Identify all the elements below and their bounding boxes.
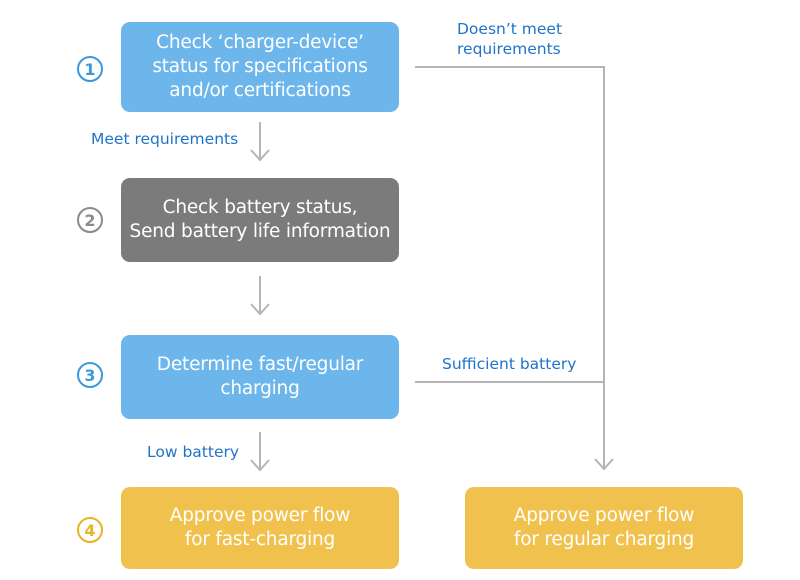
step-number-3: 3 [77,362,103,388]
step-3-determine-charging-box: Determine fast/regular charging [121,335,399,419]
connector-doesnt-meet [415,66,614,471]
regular-charging-line-1: Approve power flow [513,505,695,526]
regular-charging-box: Approve power flow for regular charging [465,487,743,569]
step-1-line-1: Check ‘charger-device’ [156,32,364,53]
step-3-line-2: charging [220,378,300,399]
label-sufficient-battery: Sufficient battery [442,355,577,373]
label-low-battery: Low battery [147,443,240,461]
step-2-line-2: Send battery life information [129,221,391,242]
arrow-2-to-3 [250,276,270,316]
step-2-line-1: Check battery status, [162,197,358,218]
step-number-2: 2 [77,207,103,233]
arrow-3-to-4 [250,432,270,472]
step-4-line-1: Approve power flow [169,505,351,526]
step-2-check-battery-box: Check battery status, Send battery life … [121,178,399,262]
regular-charging-line-2: for regular charging [513,529,695,550]
step-1-check-charger-box: Check ‘charger-device’ status for specif… [121,22,399,112]
label-meet-requirements: Meet requirements [91,130,239,148]
step-3-line-1: Determine fast/regular [156,354,364,375]
label-doesnt-meet-requirements: Doesn’t meet requirements [457,20,563,58]
step-1-line-2: status for specifications [152,56,368,77]
step-1-line-3: and/or certifications [169,80,351,101]
step-4-fast-charging-box: Approve power flow for fast-charging [121,487,399,569]
step-number-1: 1 [77,56,103,82]
arrow-1-to-2 [250,122,270,162]
step-number-4: 4 [77,517,103,543]
step-4-line-2: for fast-charging [184,529,336,550]
